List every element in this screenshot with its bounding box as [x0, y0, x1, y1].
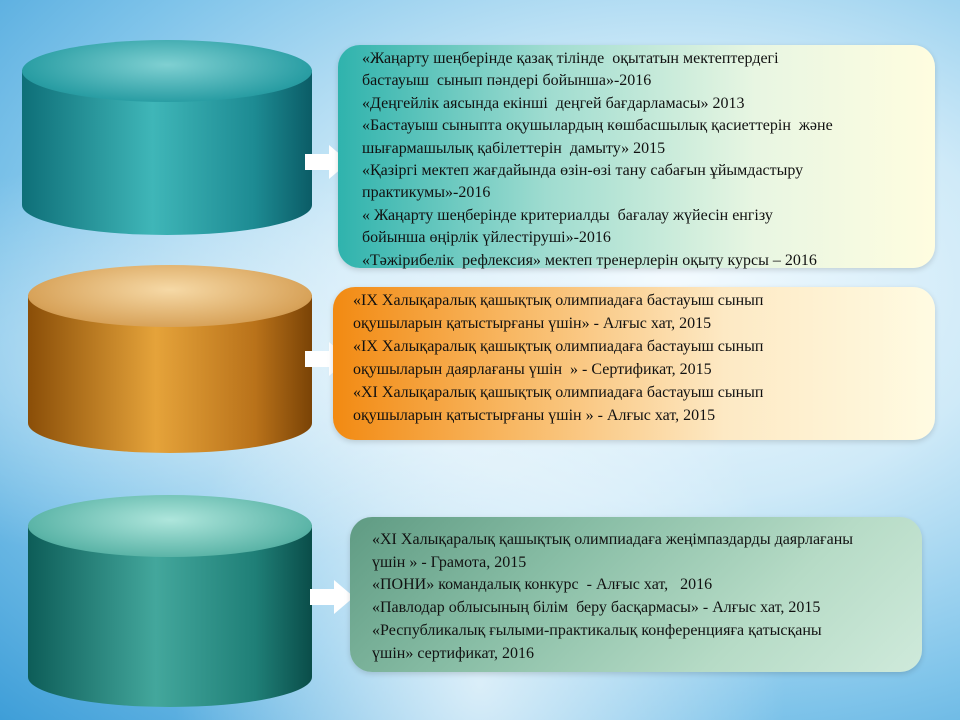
award-line: үшін» сертификат, 2016	[372, 644, 535, 662]
cylinder-orange	[28, 265, 312, 453]
award-line: «IX Халықаралық қашықтық олимпиадаға бас…	[353, 338, 764, 355]
award-line: «XI Халықаралық қашықтық олимпиадаға жең…	[372, 531, 854, 548]
course-line: бойынша өңірлік үйлестіруші»-2016	[362, 229, 611, 247]
award-line: оқушыларын қатыстырғаны үшін» - Алғыс ха…	[353, 315, 712, 332]
award-line: оқушыларын қатыстырғаны үшін » - Алғыс х…	[353, 407, 716, 424]
course-line: практикумы»-2016	[362, 184, 491, 202]
course-line: «Бастауыш сыныпта оқушылардың көшбасшылы…	[362, 117, 833, 135]
award-line: үшін » - Грамота, 2015	[372, 553, 527, 571]
cylinder-green	[28, 495, 312, 707]
cylinder-teal	[22, 40, 312, 235]
olympiad-awards-box: «IX Халықаралық қашықтық олимпиадаға бас…	[333, 287, 935, 440]
award-line: оқушыларын даярлағаны үшін » - Сертифика…	[353, 361, 712, 378]
course-line: шығармашылық қабілеттерін дамыту» 2015	[362, 139, 666, 157]
course-line: «Деңгейлік аясында екінші деңгей бағдарл…	[362, 94, 745, 112]
course-line: «Тәжірибелік рефлексия» мектеп тренерлер…	[362, 251, 817, 269]
award-line: «ПОНИ» командалық конкурс - Алғыс хат, 2…	[372, 576, 713, 594]
award-line: «IX Халықаралық қашықтық олимпиадаға бас…	[353, 292, 764, 309]
course-line: « Жаңарту шеңберінде критериалды бағалау…	[362, 206, 773, 224]
courses-box: «Жаңарту шеңберінде қазақ тілінде оқытат…	[338, 45, 935, 269]
other-awards-box: «XI Халықаралық қашықтық олимпиадаға жең…	[350, 517, 922, 672]
award-line: «Республикалық ғылыми-практикалық конфер…	[372, 621, 822, 639]
arrow-right-icon	[310, 580, 354, 614]
award-line: «Павлодар облысының білім беру басқармас…	[372, 599, 821, 617]
course-line: «Қазіргі мектеп жағдайында өзін-өзі тану…	[362, 162, 804, 180]
course-line: «Жаңарту шеңберінде қазақ тілінде оқытат…	[362, 50, 779, 67]
award-line: «XI Халықаралық қашықтық олимпиадаға бас…	[353, 384, 764, 401]
course-line: бастауыш сынып пәндері бойынша»-2016	[362, 72, 652, 90]
